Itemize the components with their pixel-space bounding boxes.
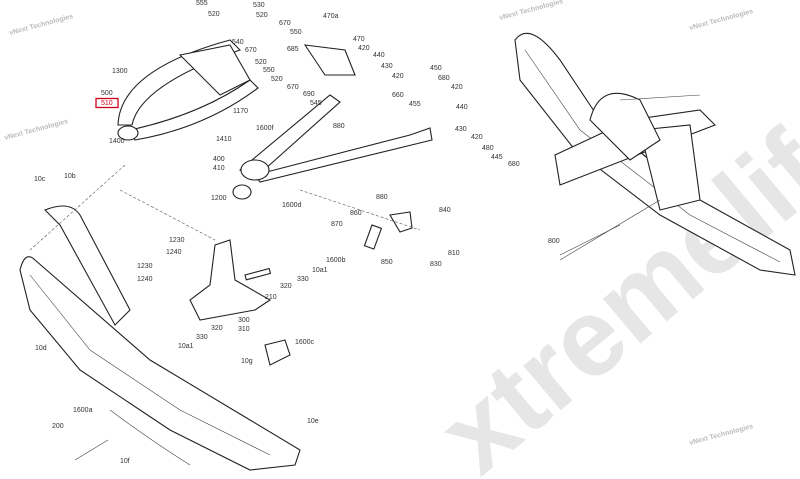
part-label[interactable]: 480: [482, 145, 494, 152]
part-label[interactable]: 430: [381, 63, 393, 70]
part-label[interactable]: 520: [271, 76, 283, 83]
part-label[interactable]: 470a: [323, 13, 339, 20]
part-label[interactable]: 1240: [137, 276, 153, 283]
part-label[interactable]: 10f: [120, 458, 130, 465]
spindle-drawing: [189, 184, 291, 366]
part-label[interactable]: 550: [263, 67, 275, 74]
part-label[interactable]: 320: [280, 283, 292, 290]
part-label[interactable]: 670: [279, 20, 291, 27]
part-label[interactable]: 880: [376, 194, 388, 201]
part-label[interactable]: 1600f: [256, 125, 274, 132]
part-label[interactable]: 685: [287, 46, 299, 53]
part-label[interactable]: 410: [213, 165, 225, 172]
part-label[interactable]: 1230: [169, 237, 185, 244]
part-label[interactable]: 1600d: [282, 202, 302, 209]
part-label[interactable]: 440: [373, 52, 385, 59]
part-label[interactable]: 690: [303, 91, 315, 98]
part-label[interactable]: 670: [245, 47, 257, 54]
part-label[interactable]: 1230: [137, 263, 153, 270]
part-label[interactable]: 10e: [307, 418, 319, 425]
lower-a-arm-drawing: [239, 44, 433, 183]
part-label[interactable]: 1400: [109, 138, 125, 145]
part-label[interactable]: 800: [548, 238, 560, 245]
part-label[interactable]: 1600b: [326, 257, 346, 264]
part-label[interactable]: 670: [287, 84, 299, 91]
part-label[interactable]: 860: [350, 210, 362, 217]
part-label[interactable]: 455: [409, 101, 421, 108]
part-label[interactable]: 840: [439, 207, 451, 214]
part-label[interactable]: 1300: [112, 68, 128, 75]
part-label[interactable]: 330: [297, 276, 309, 283]
part-label[interactable]: 450: [430, 65, 442, 72]
part-label[interactable]: 540: [232, 39, 244, 46]
ski-drawing: [19, 205, 301, 471]
part-label[interactable]: 300: [238, 317, 250, 324]
part-label[interactable]: 1200: [211, 195, 227, 202]
part-label[interactable]: 10d: [35, 345, 47, 352]
part-label[interactable]: 420: [392, 73, 404, 80]
part-label[interactable]: 310: [238, 326, 250, 333]
part-label[interactable]: 420: [451, 84, 463, 91]
upper-a-arm-drawing: [117, 39, 259, 141]
part-label[interactable]: 500: [101, 90, 113, 97]
part-label[interactable]: 430: [455, 126, 467, 133]
part-label[interactable]: 530: [253, 2, 265, 9]
part-label[interactable]: 320: [211, 325, 223, 332]
steering-link-drawing: [363, 211, 621, 256]
part-label[interactable]: 1410: [216, 136, 232, 143]
part-label[interactable]: 10g: [241, 358, 253, 365]
part-label[interactable]: 1600a: [73, 407, 93, 414]
part-labels: 555 530 520 520 670 550 470a 540 670 520…: [34, 0, 560, 465]
watermark-text: vNext Technologies: [499, 0, 564, 22]
part-label[interactable]: 520: [208, 11, 220, 18]
watermark-text: vNext Technologies: [4, 118, 69, 142]
part-label[interactable]: 810: [448, 250, 460, 257]
part-label[interactable]: 680: [438, 75, 450, 82]
part-label[interactable]: 10a1: [178, 343, 194, 350]
part-label[interactable]: 330: [196, 334, 208, 341]
part-label[interactable]: 660: [392, 92, 404, 99]
part-label[interactable]: 10a1: [312, 267, 328, 274]
part-label[interactable]: 550: [290, 29, 302, 36]
part-label[interactable]: 870: [331, 221, 343, 228]
part-label[interactable]: 680: [508, 161, 520, 168]
watermark-text: vNext Technologies: [9, 13, 74, 37]
part-label[interactable]: 200: [52, 423, 64, 430]
part-label[interactable]: 555: [196, 0, 208, 7]
part-label[interactable]: 850: [381, 259, 393, 266]
part-label[interactable]: 400: [213, 156, 225, 163]
part-label[interactable]: 210: [265, 294, 277, 301]
assembled-ski-drawing: [514, 32, 796, 276]
part-label[interactable]: 830: [430, 261, 442, 268]
part-label[interactable]: 545: [310, 100, 322, 107]
part-label[interactable]: 520: [256, 12, 268, 19]
part-label[interactable]: 520: [255, 59, 267, 66]
part-label[interactable]: 445: [491, 154, 503, 161]
highlighted-part-box: [95, 97, 119, 109]
part-label[interactable]: 880: [333, 123, 345, 130]
part-label[interactable]: 10b: [64, 173, 76, 180]
part-label[interactable]: 1240: [166, 249, 182, 256]
part-label[interactable]: 420: [358, 45, 370, 52]
part-label[interactable]: 10c: [34, 176, 46, 183]
watermark-text: vNext Technologies: [689, 8, 754, 32]
part-label[interactable]: 1170: [233, 108, 248, 115]
watermark-text: vNext Technologies: [689, 423, 754, 447]
part-label[interactable]: 420: [471, 134, 483, 141]
highlighted-part-label[interactable]: 510: [101, 100, 113, 107]
part-label[interactable]: 1600c: [295, 339, 315, 346]
part-label[interactable]: 470: [353, 36, 365, 43]
part-label[interactable]: 440: [456, 104, 468, 111]
